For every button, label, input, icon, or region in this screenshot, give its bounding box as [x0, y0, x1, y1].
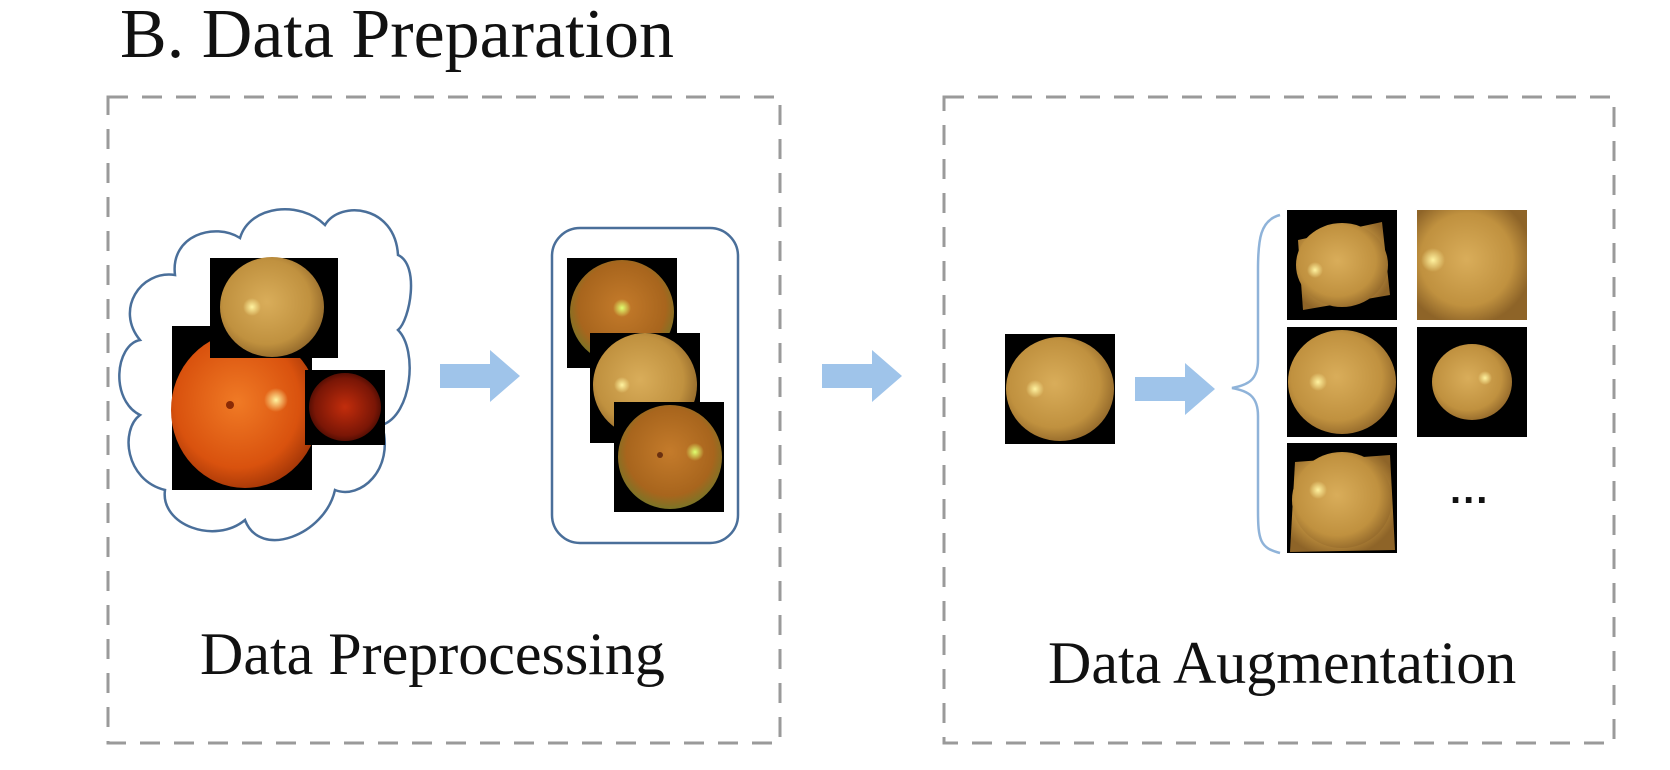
raw-data-cloud — [118, 208, 413, 542]
augmented-image-sheared — [1287, 443, 1397, 553]
preprocessed-box — [550, 226, 740, 545]
arrow-preprocess — [440, 350, 520, 402]
preprocessing-label: Data Preprocessing — [200, 621, 665, 687]
curly-brace — [1231, 213, 1281, 555]
preprocessed-image-3 — [614, 402, 724, 512]
raw-image-top — [210, 257, 338, 358]
arrow-to-augmentation — [822, 350, 902, 402]
augmented-image-rotated — [1287, 210, 1397, 320]
raw-image-dark — [305, 370, 385, 445]
augmented-image-flipped — [1287, 327, 1397, 437]
ellipsis: ... — [1450, 468, 1490, 512]
arrow-augment — [1135, 363, 1215, 415]
augmentation-input-image — [1005, 334, 1115, 444]
augmentation-label: Data Augmentation — [1048, 630, 1517, 696]
augmented-image-scaled — [1417, 327, 1527, 437]
section-title: B. Data Preparation — [120, 0, 674, 73]
augmented-image-cropped — [1417, 210, 1527, 320]
preprocessing-panel — [106, 95, 782, 745]
augmentation-panel — [942, 95, 1616, 745]
